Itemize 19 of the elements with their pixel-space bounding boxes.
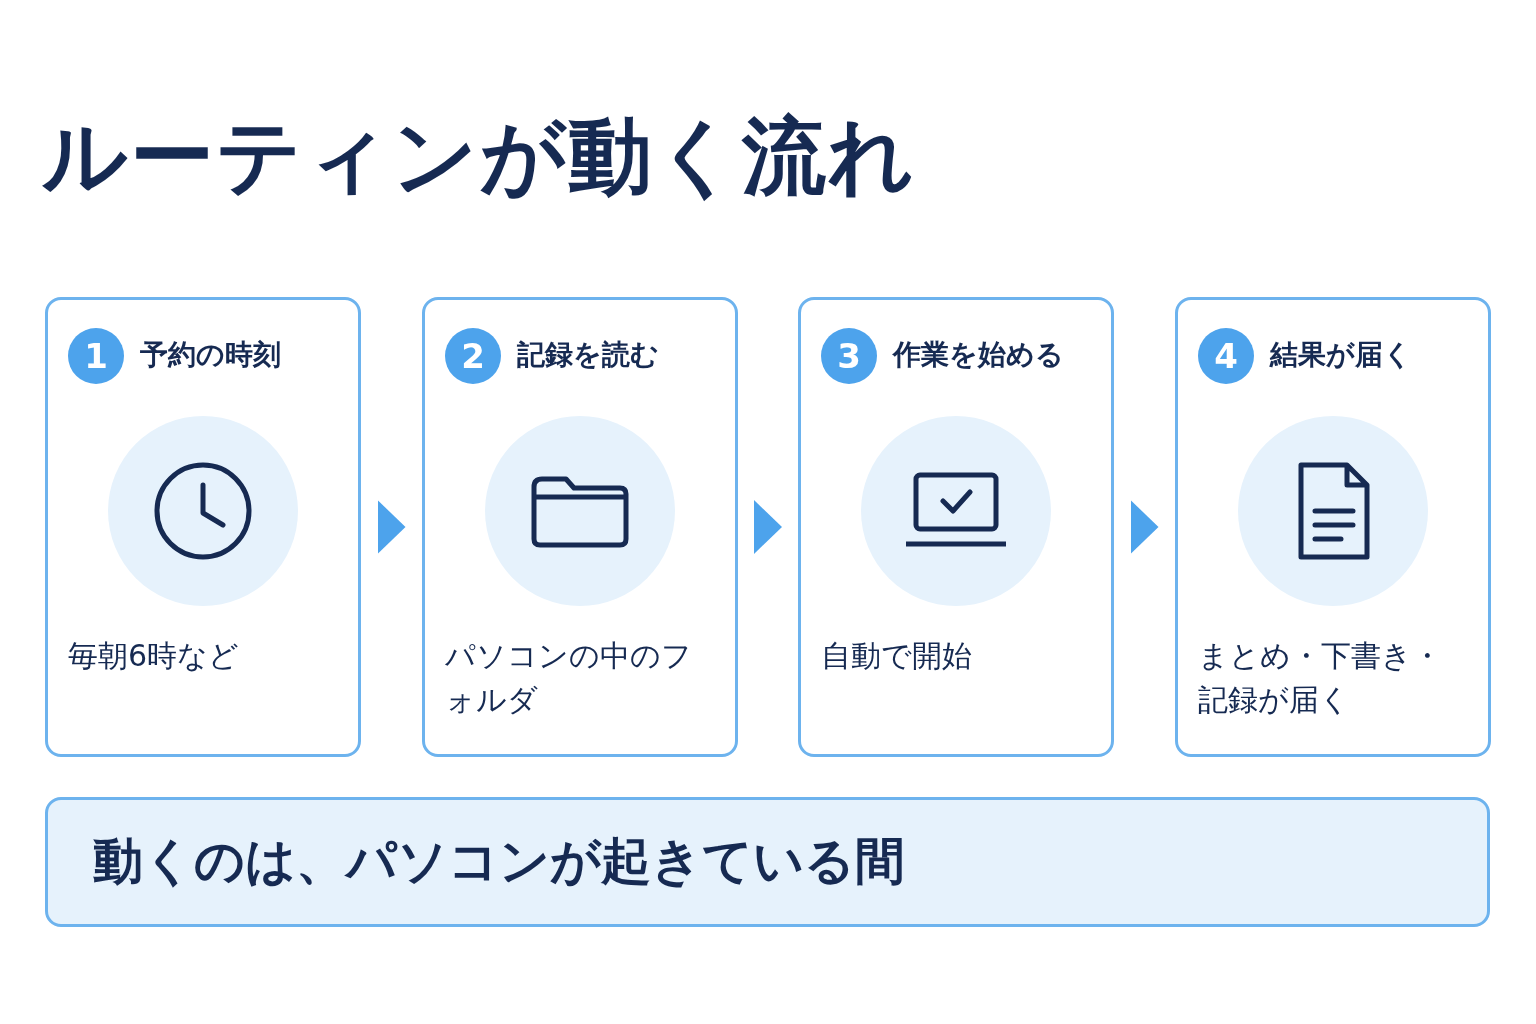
step-heading: 結果が届く [1270, 337, 1412, 373]
step-card [422, 297, 738, 757]
step-card [1175, 297, 1491, 757]
note-banner [45, 797, 1490, 927]
step-description: 毎朝6時など [68, 637, 241, 675]
step-heading: 予約の時刻 [140, 337, 281, 373]
step-heading: 記録を読む [517, 337, 659, 373]
step-number: 3 [821, 328, 877, 384]
step-card [45, 297, 361, 757]
step-description: 自動で開始 [821, 637, 973, 675]
step-number: 1 [68, 328, 124, 384]
step-description: パソコンの中のフォルダ [445, 637, 693, 719]
step-number: 2 [445, 328, 501, 384]
title: ルーティンが動く流れ [42, 106, 916, 207]
note-text: 動くのは、パソコンが起きている間 [93, 831, 905, 892]
step-card [798, 297, 1114, 757]
step-heading: 作業を始める [893, 337, 1064, 373]
step-number: 4 [1198, 328, 1254, 384]
step-description: まとめ・下書き・記録が届く [1198, 637, 1443, 719]
